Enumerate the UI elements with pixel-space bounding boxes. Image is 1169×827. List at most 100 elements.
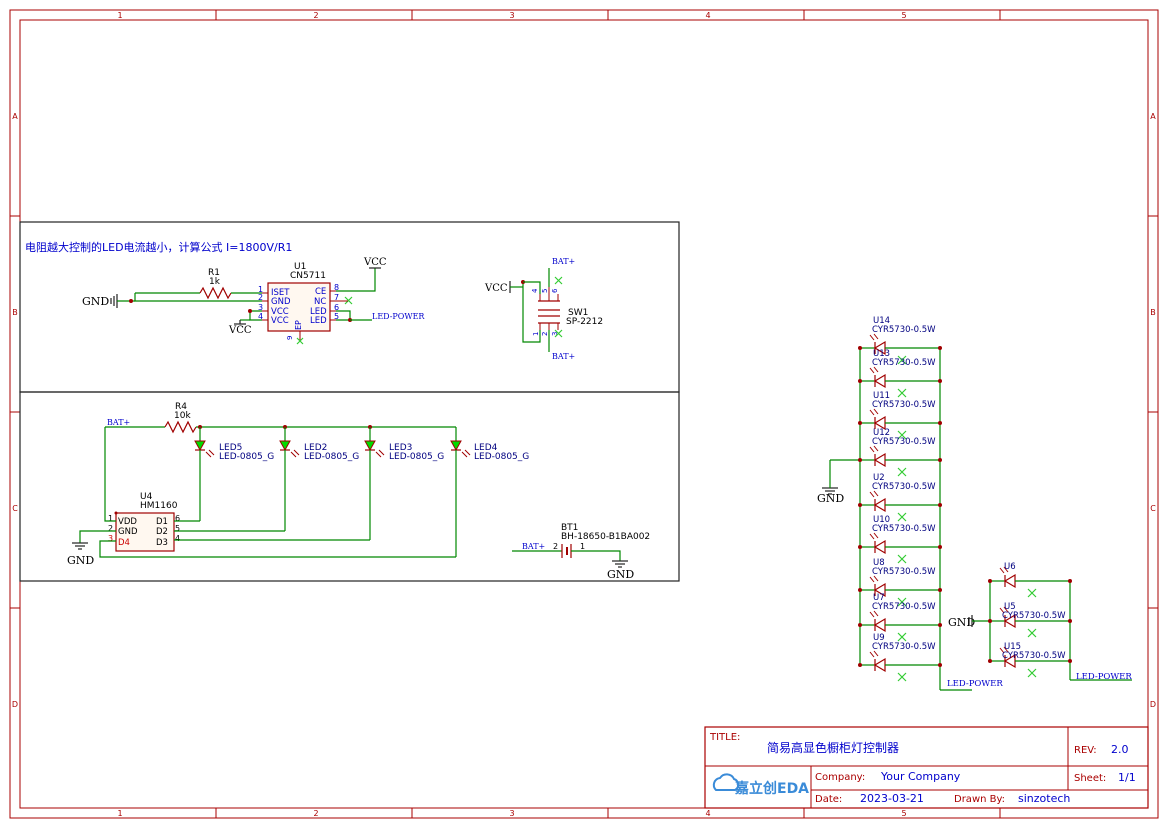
u1-pin-name: LED bbox=[310, 316, 327, 326]
led-value: CYR5730-0.5W bbox=[872, 567, 936, 577]
green-led-led5: LED5 LED-0805_G bbox=[194, 427, 274, 521]
title-block: TITLE: 简易高显色橱柜灯控制器 REV: 2.0 Company: You… bbox=[704, 726, 1149, 809]
sw1-pin-num: 1 bbox=[532, 332, 540, 336]
noconnect-marker bbox=[897, 632, 907, 642]
date-value: 2023-03-21 bbox=[860, 792, 924, 805]
u1-pin-name: VCC bbox=[271, 307, 289, 317]
led-value: CYR5730-0.5W bbox=[872, 642, 936, 652]
company-value: Your Company bbox=[880, 770, 961, 783]
frame-row-label: B bbox=[1150, 308, 1156, 317]
led-value: CYR5730-0.5W bbox=[1002, 651, 1066, 661]
u1-pin-num: 6 bbox=[334, 303, 339, 312]
led-ref: U7 bbox=[873, 593, 885, 603]
u1-cn5711: U1 CN5711 1 ISET 2 GND 3 VCC 4 VCC 8 CE … bbox=[258, 262, 339, 345]
led-array-rows: U14CYR5730-0.5WU13CYR5730-0.5WU11CYR5730… bbox=[858, 316, 942, 682]
gnd-label: GND bbox=[67, 554, 94, 567]
u1-pin-num: 1 bbox=[258, 285, 263, 294]
frame-col-label: 4 bbox=[705, 809, 710, 818]
led3-value: LED-0805_G bbox=[389, 452, 444, 462]
date-label: Date: bbox=[815, 794, 842, 805]
led-power-label: LED-POWER bbox=[1076, 672, 1132, 682]
u4-ref: U4 bbox=[140, 492, 153, 502]
frame-col-label: 3 bbox=[509, 809, 514, 818]
gnd-label: GND bbox=[82, 295, 109, 308]
u4-pin-num: 5 bbox=[175, 524, 180, 533]
bat-plus-label: BAT+ bbox=[522, 542, 545, 551]
led-value: CYR5730-0.5W bbox=[872, 482, 936, 492]
led-value: CYR5730-0.5W bbox=[1002, 611, 1066, 621]
sw1-ref: SW1 bbox=[568, 308, 588, 318]
vcc-symbol: VCC bbox=[336, 257, 387, 292]
company-label: Company: bbox=[815, 772, 865, 783]
r1-ref: R1 bbox=[208, 268, 220, 278]
bat-plus-label: BAT+ bbox=[107, 418, 130, 427]
led-array: GND LED-POWER U14CYR5730-0.5WU13CYR5730-… bbox=[817, 316, 1003, 691]
r4-ref: R4 bbox=[175, 402, 187, 412]
u4-value: HM1160 bbox=[140, 501, 178, 511]
u1-pin-num: 9 bbox=[286, 336, 294, 340]
led-array-small: GND LED-POWER U6U5CYR5730-0.5WU15CYR5730… bbox=[948, 562, 1132, 682]
u1-pin-num: 7 bbox=[334, 293, 339, 302]
frame-col-label: 1 bbox=[117, 11, 122, 20]
u4-pin-num: 4 bbox=[175, 534, 180, 543]
led-ref: U10 bbox=[873, 515, 890, 525]
led-value: CYR5730-0.5W bbox=[872, 325, 936, 335]
led-ref: U14 bbox=[873, 316, 890, 326]
bat-plus-label: BAT+ bbox=[552, 352, 575, 361]
frame-row-label: A bbox=[12, 112, 18, 121]
noconnect-marker bbox=[897, 512, 907, 522]
frame-col-label: 2 bbox=[313, 11, 318, 20]
led-ref: U9 bbox=[873, 633, 885, 643]
drawing-frame: 1 2 3 4 5 1 2 3 4 5 A B C D A B C D bbox=[9, 9, 1159, 819]
sw1-switch: BAT+ VCC 4 5 6 1 2 3 SW1 SP bbox=[484, 257, 603, 361]
drawn-by-value: sinzotech bbox=[1018, 792, 1070, 805]
led4-ref: LED4 bbox=[474, 443, 498, 453]
noconnect-marker bbox=[897, 388, 907, 398]
u4-pin-name: D4 bbox=[118, 538, 130, 548]
u1-pin-num: 8 bbox=[334, 283, 339, 292]
u1-pin-name: GND bbox=[271, 297, 291, 307]
u4-pin-num: 1 bbox=[108, 514, 113, 523]
led-ref: U8 bbox=[873, 558, 885, 568]
frame-row-label: C bbox=[12, 504, 18, 513]
led3-ref: LED3 bbox=[389, 443, 412, 453]
green-led-led4: LED4 LED-0805_G bbox=[450, 427, 529, 557]
u1-ref: U1 bbox=[294, 262, 306, 272]
gnd-label: GND bbox=[948, 616, 975, 629]
led-ref: U5 bbox=[1004, 602, 1016, 612]
u1-pin-num: 2 bbox=[258, 293, 263, 302]
frame-col-label: 1 bbox=[117, 809, 122, 818]
sw1-pin-num: 5 bbox=[541, 289, 549, 293]
u1-pin-name: NC bbox=[314, 297, 326, 307]
u4-pin-name: D1 bbox=[156, 517, 168, 527]
frame-row-label: B bbox=[12, 308, 18, 317]
led-ref: U2 bbox=[873, 473, 885, 483]
bt1-pin: 1 bbox=[580, 542, 585, 551]
led-ref: U11 bbox=[873, 391, 890, 401]
u1-pin-num: 4 bbox=[258, 312, 263, 321]
frame-col-label: 5 bbox=[901, 11, 906, 20]
vcc-label: VCC bbox=[228, 325, 252, 336]
frame-col-label: 4 bbox=[705, 11, 710, 20]
noconnect-marker bbox=[344, 296, 353, 305]
noconnect-marker bbox=[554, 329, 563, 338]
frame-row-label: D bbox=[1150, 700, 1156, 709]
led5-value: LED-0805_G bbox=[219, 452, 274, 462]
rev-label: REV: bbox=[1074, 745, 1097, 756]
u1-pin-name: ISET bbox=[271, 288, 290, 298]
u4-pin-num: 6 bbox=[175, 514, 180, 523]
noconnect-marker bbox=[1027, 628, 1037, 638]
led-power-label: LED-POWER bbox=[372, 312, 425, 321]
led-power-net: LED-POWER bbox=[336, 310, 425, 322]
bt1-pin: 2 bbox=[553, 542, 558, 551]
led2-ref: LED2 bbox=[304, 443, 327, 453]
